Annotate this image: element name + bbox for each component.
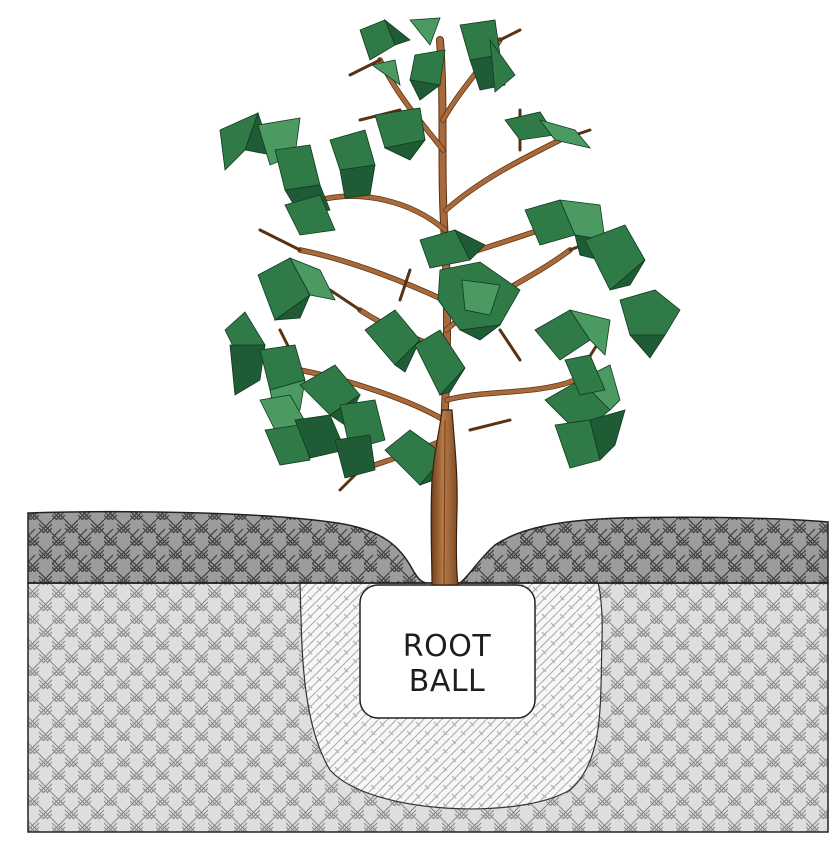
topsoil-layer bbox=[28, 512, 828, 583]
root-ball-label-line2: BALL bbox=[409, 664, 486, 699]
root-ball: ROOT BALL bbox=[360, 585, 535, 718]
tree-icon bbox=[220, 18, 680, 585]
tree-trunk bbox=[431, 410, 458, 585]
root-ball-label-line1: ROOT bbox=[403, 629, 492, 664]
